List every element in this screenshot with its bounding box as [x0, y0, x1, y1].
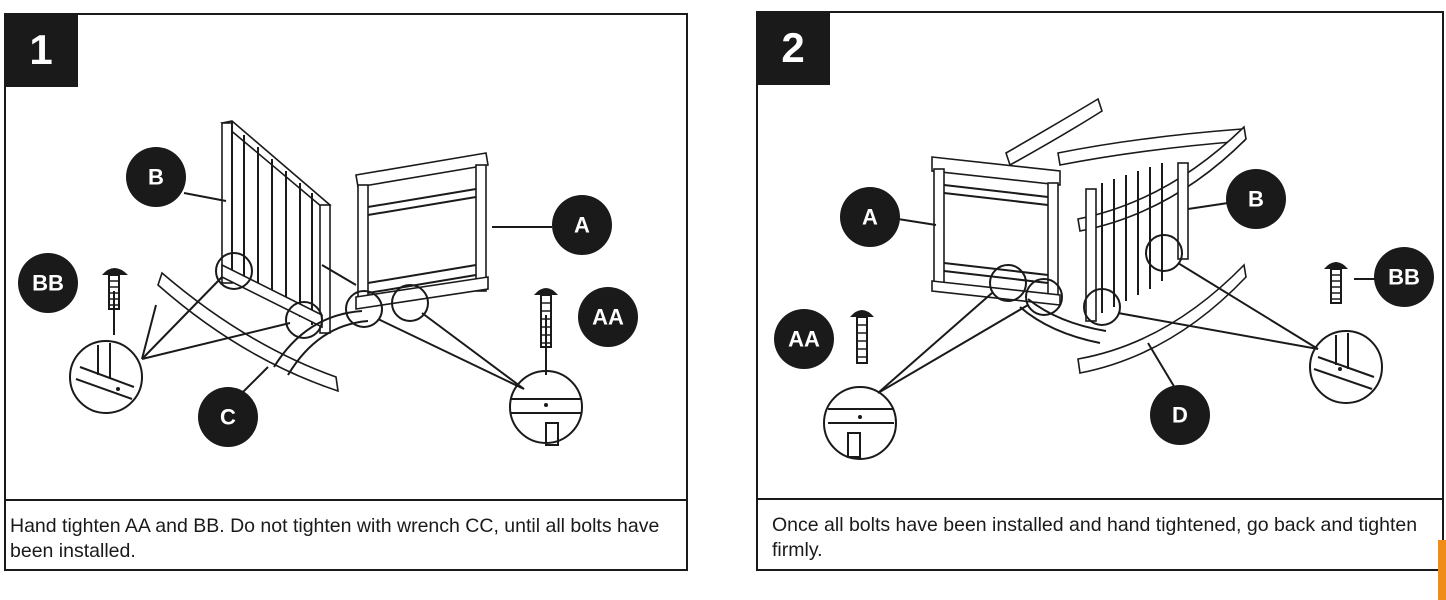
- callout-aa: AA: [578, 287, 638, 347]
- callout-a: A: [840, 187, 900, 247]
- magnified-joint-inset-left: [823, 386, 897, 460]
- svg-text:B: B: [1248, 187, 1264, 212]
- leader-lines: [877, 202, 1378, 394]
- bolt-bb-icon: [1324, 262, 1348, 304]
- step-1-instruction: Hand tighten AA and BB. Do not tighten w…: [6, 499, 686, 569]
- rocker-rail: [157, 264, 369, 393]
- magnified-joint-inset-right: [509, 370, 583, 446]
- step-2-instruction: Once all bolts have been installed and h…: [758, 498, 1442, 569]
- svg-text:AA: AA: [592, 305, 624, 330]
- detail-markers: [215, 252, 429, 339]
- end-panel-part-a: [355, 152, 489, 310]
- callout-aa: AA: [774, 309, 834, 369]
- callout-bb: BB: [1374, 247, 1434, 307]
- step-2-panel: 2: [756, 11, 1444, 571]
- step-1-illustration: B A BB AA C: [18, 120, 638, 447]
- detail-markers: [989, 234, 1183, 326]
- step-1-panel: 1: [4, 13, 688, 571]
- step-number-badge: 2: [756, 11, 830, 85]
- bolt-bb-icon: [102, 268, 128, 310]
- callout-c: C: [198, 387, 258, 447]
- step-2-illustration: A B AA BB D: [774, 97, 1434, 460]
- callout-bb: BB: [18, 253, 78, 313]
- svg-text:BB: BB: [32, 271, 64, 296]
- svg-text:C: C: [220, 405, 236, 430]
- headboard-part-b: [1005, 97, 1247, 322]
- svg-text:A: A: [574, 213, 590, 238]
- svg-text:BB: BB: [1388, 265, 1420, 290]
- callout-b: B: [126, 147, 186, 207]
- magnified-joint-inset-right: [1309, 330, 1383, 404]
- svg-text:A: A: [862, 205, 878, 230]
- callout-d: D: [1150, 385, 1210, 445]
- end-panel-part-a: [931, 156, 1061, 306]
- headboard-part-b: [220, 120, 332, 334]
- rocker-rail-part-d: [1019, 263, 1247, 374]
- step-number-badge: 1: [4, 13, 78, 87]
- magnified-joint-inset-left: [69, 340, 143, 414]
- svg-text:AA: AA: [788, 327, 820, 352]
- bolt-aa-icon: [850, 310, 874, 364]
- svg-text:D: D: [1172, 403, 1188, 428]
- callout-b: B: [1226, 169, 1286, 229]
- callout-a: A: [552, 195, 612, 255]
- bolt-aa-icon: [534, 288, 558, 348]
- svg-text:B: B: [148, 165, 164, 190]
- accent-bar: [1438, 540, 1446, 600]
